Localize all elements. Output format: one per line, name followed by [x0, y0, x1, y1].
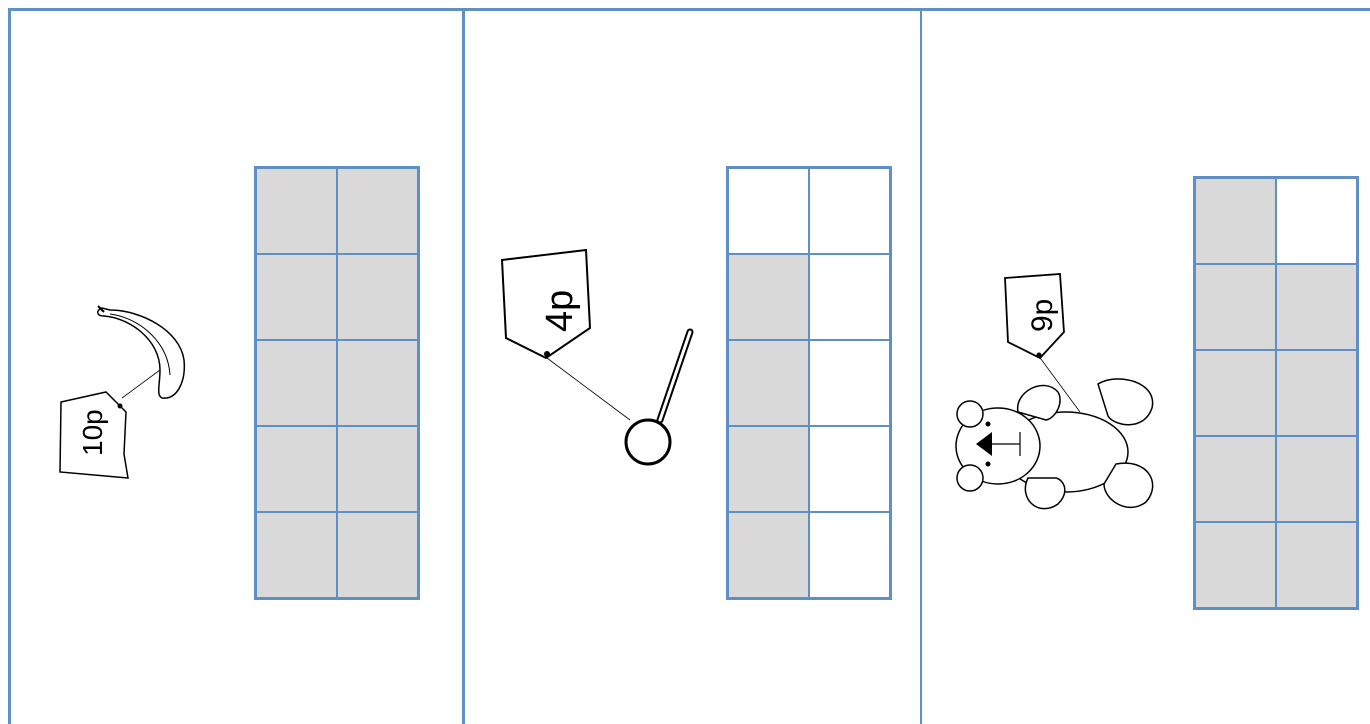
price-tag: 9p — [1004, 273, 1065, 360]
frame-cell — [256, 254, 337, 340]
frame-cell — [728, 512, 809, 598]
banana-icon — [97, 305, 186, 399]
frame-cell — [256, 168, 337, 254]
price-tag: 4p — [500, 248, 592, 360]
frame-cell — [337, 254, 418, 340]
frame-cell — [1195, 522, 1276, 608]
frame-cell — [337, 426, 418, 512]
divider-2 — [920, 8, 922, 724]
frame-cell — [1276, 264, 1357, 350]
price-label: 9p — [1026, 299, 1059, 332]
ten-frame — [1193, 176, 1359, 610]
frame-cell — [809, 340, 890, 426]
divider-1 — [462, 8, 465, 724]
price-label: 10p — [77, 409, 108, 456]
ten-frame — [726, 166, 892, 600]
frame-cell — [728, 426, 809, 512]
frame-cell — [256, 340, 337, 426]
top-border — [8, 8, 1370, 11]
teddy-bear-icon — [955, 378, 1154, 510]
frame-cell — [1195, 178, 1276, 264]
lollipop-icon — [624, 328, 694, 466]
frame-cell — [1195, 264, 1276, 350]
frame-cell — [1195, 350, 1276, 436]
frame-cell — [337, 168, 418, 254]
price-tag: 10p — [59, 391, 129, 479]
frame-cell — [728, 340, 809, 426]
ten-frame — [254, 166, 420, 600]
frame-cell — [337, 512, 418, 598]
frame-cell — [256, 426, 337, 512]
frame-cell — [809, 426, 890, 512]
frame-cell — [1276, 350, 1357, 436]
left-border — [8, 8, 11, 724]
frame-cell — [809, 512, 890, 598]
frame-cell — [256, 512, 337, 598]
frame-cell — [1276, 178, 1357, 264]
frame-cell — [809, 254, 890, 340]
frame-cell — [728, 168, 809, 254]
frame-cell — [1276, 522, 1357, 608]
price-label: 4p — [539, 290, 581, 332]
frame-cell — [337, 340, 418, 426]
frame-cell — [809, 168, 890, 254]
frame-cell — [728, 254, 809, 340]
frame-cell — [1195, 436, 1276, 522]
frame-cell — [1276, 436, 1357, 522]
